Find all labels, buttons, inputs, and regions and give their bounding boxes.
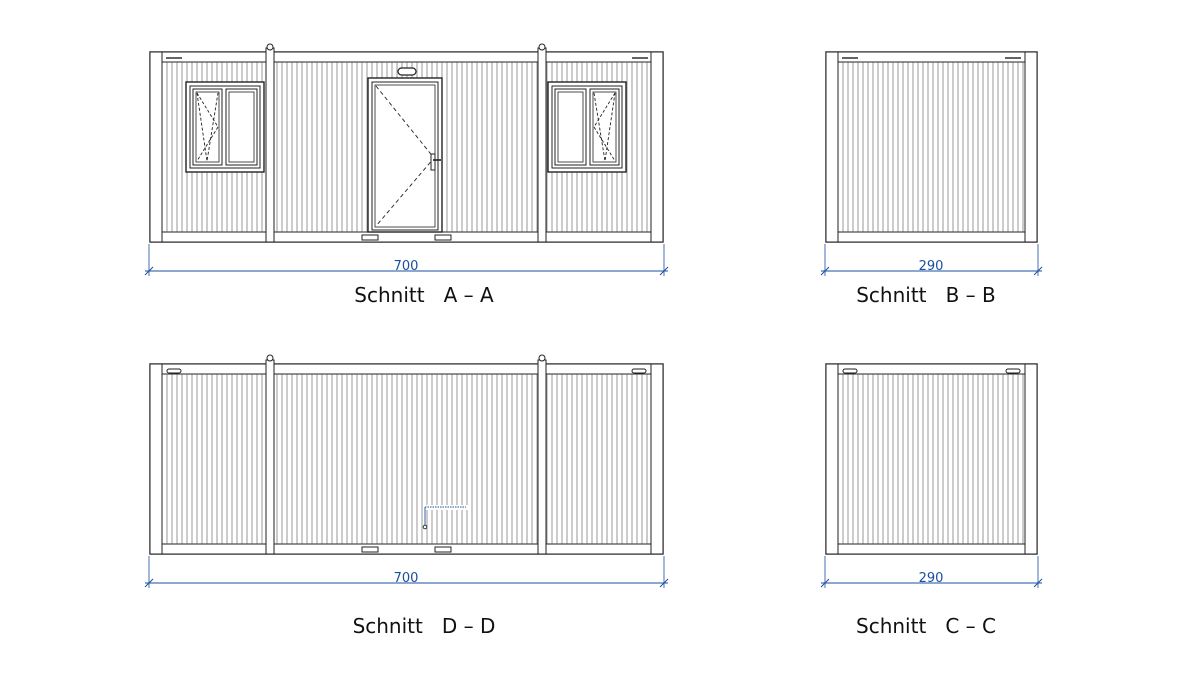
view-aa-title: Schnitt A – A	[354, 283, 494, 307]
view-dd-dimension: 700	[144, 556, 669, 588]
view-aa-bottom-rail	[149, 231, 664, 243]
door-handle-icon	[430, 153, 441, 171]
view-aa-container	[149, 43, 664, 243]
view-dd: 700 Schnitt D – D	[144, 354, 669, 638]
view-cc-title: Schnitt C – C	[856, 614, 996, 638]
view-aa-corner-post-right	[650, 51, 664, 243]
view-aa-forklift-pocket-right	[434, 234, 452, 241]
view-cc-dimension: 290	[820, 556, 1043, 588]
view-bb-container	[825, 51, 1038, 243]
view-bb: 290 Schnitt B – B	[820, 51, 1043, 307]
view-cc: 290 Schnitt C – C	[820, 363, 1043, 638]
view-aa-dimension: 700	[144, 244, 669, 276]
view-bb-corrugation	[842, 62, 1024, 232]
view-dd-container	[149, 354, 664, 555]
view-aa-top-rail	[149, 51, 664, 63]
view-aa-post-right	[537, 47, 547, 243]
view-aa-corner-post-left	[149, 51, 163, 243]
view-aa-window-left	[185, 81, 265, 173]
view-cc-dimension-label: 290	[919, 571, 944, 586]
view-aa: 700 Schnitt A – A	[144, 43, 669, 307]
view-bb-dimension: 290	[820, 244, 1043, 276]
view-dd-dimension-label: 700	[394, 571, 419, 586]
view-cc-corrugation	[842, 374, 1024, 544]
view-aa-door-vent	[397, 67, 417, 76]
view-cc-container	[825, 363, 1038, 555]
view-aa-dimension-label: 700	[394, 259, 419, 274]
view-aa-window-right	[547, 81, 627, 173]
view-dd-title: Schnitt D – D	[353, 614, 496, 638]
view-aa-post-right-cap	[538, 43, 546, 51]
view-bb-title: Schnitt B – B	[856, 283, 996, 307]
view-aa-post-left-cap	[266, 43, 274, 51]
view-aa-post-left	[265, 47, 275, 243]
view-bb-dimension-label: 290	[919, 259, 944, 274]
view-aa-door	[367, 67, 443, 233]
view-aa-forklift-pocket-left	[361, 234, 379, 241]
view-dd-outlet-marker	[422, 505, 468, 530]
